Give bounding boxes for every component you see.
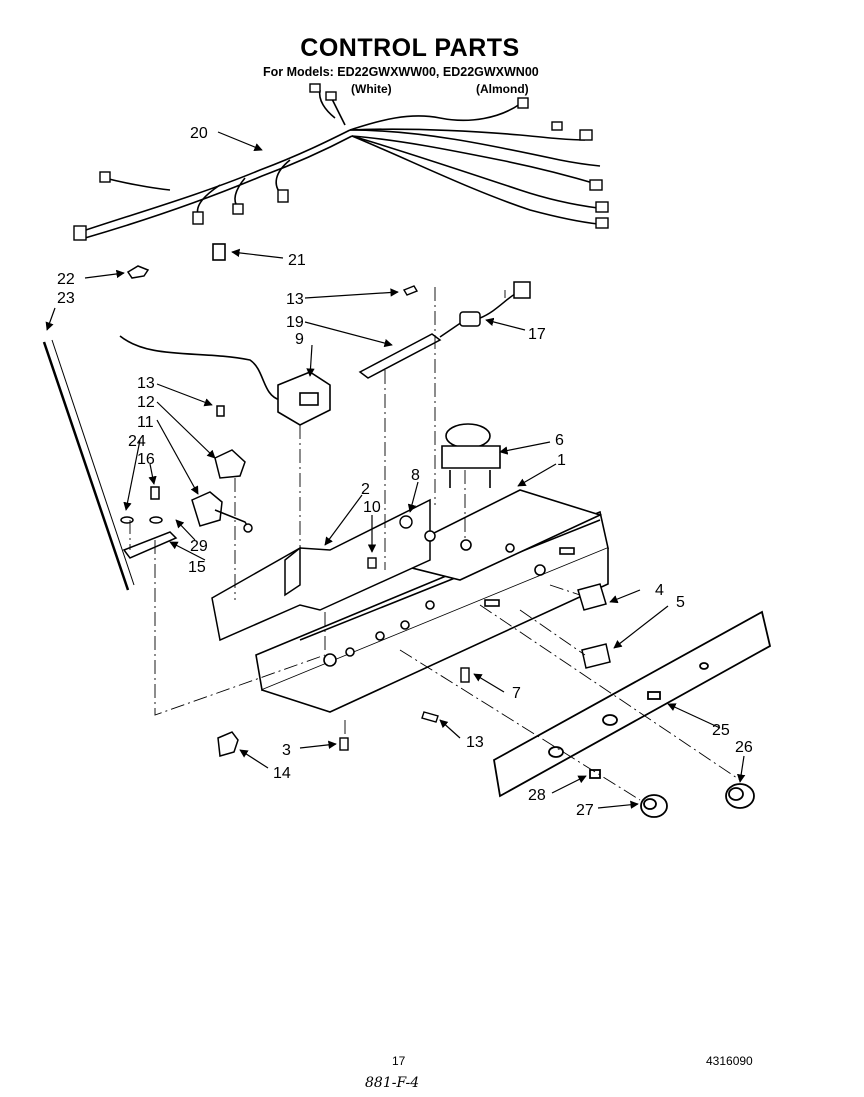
control-housing-1 [255, 489, 609, 713]
assembly-guide-lines [129, 287, 741, 801]
callout-25: 25 [712, 722, 730, 739]
callout-9: 9 [295, 331, 304, 348]
callout-6: 6 [555, 432, 564, 449]
handwritten-note: 881-F-4 [365, 1075, 420, 1091]
screws-and-fasteners [339, 285, 470, 751]
clip-14 [217, 731, 239, 757]
callout-22: 22 [57, 271, 75, 288]
linkage-parts [120, 405, 253, 559]
sensor-assembly [358, 281, 531, 379]
callout-19: 19 [286, 314, 304, 331]
page-number: 17 [392, 1054, 406, 1068]
callout-14: 14 [273, 765, 291, 782]
callout-5: 5 [676, 594, 685, 611]
variant-white-label: (White) [351, 82, 392, 96]
model-numbers: For Models: ED22GWXWW00, ED22GWXWN00 [263, 65, 539, 79]
callout-27: 27 [576, 802, 594, 819]
bracket-2 [211, 498, 436, 642]
callout-16: 16 [137, 451, 155, 468]
callout-4: 4 [655, 582, 664, 599]
callout-11: 11 [137, 414, 154, 431]
clip-21 [212, 243, 226, 261]
callout-13-bottom: 13 [466, 734, 484, 751]
variant-almond-label: (Almond) [476, 82, 529, 96]
callout-29: 29 [190, 538, 208, 555]
callout-leaders [45, 131, 746, 809]
callout-12: 12 [137, 394, 155, 411]
callout-15: 15 [188, 559, 206, 576]
callout-8: 8 [411, 467, 420, 484]
page-title: CONTROL PARTS [300, 34, 520, 62]
thermostat-9 [119, 335, 331, 426]
callout-3: 3 [282, 742, 291, 759]
callout-1: 1 [557, 452, 566, 469]
switches [577, 583, 611, 669]
harness-connectors [73, 83, 609, 241]
defrost-timer-6 [441, 423, 501, 488]
callout-24: 24 [128, 433, 146, 450]
callout-10: 10 [363, 499, 381, 516]
control-rod-23 [42, 341, 130, 591]
callout-26: 26 [735, 739, 753, 756]
document-number: 4316090 [706, 1054, 753, 1068]
callout-21: 21 [288, 252, 306, 269]
control-panel-25 [493, 610, 772, 798]
callout-17: 17 [528, 326, 546, 343]
callout-20: 20 [190, 125, 208, 142]
wire-harness [79, 89, 601, 239]
knobs [589, 769, 755, 818]
callout-2: 2 [361, 481, 370, 498]
clip-22 [126, 265, 150, 279]
callout-7: 7 [512, 685, 521, 702]
callout-28: 28 [528, 787, 546, 804]
callout-labels: 20 21 22 23 13 19 9 17 13 12 11 24 16 29… [57, 125, 753, 819]
callout-23: 23 [57, 290, 75, 307]
callout-13-top: 13 [286, 291, 304, 308]
callout-13-left: 13 [137, 375, 155, 392]
